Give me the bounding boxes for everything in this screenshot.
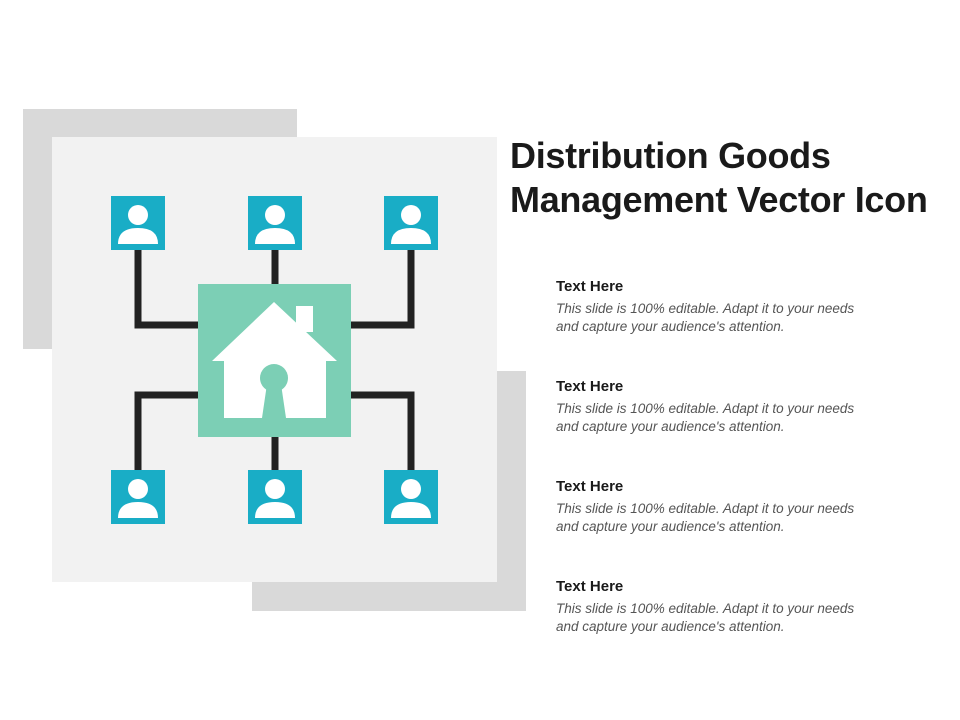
house-with-keyhole-icon (212, 302, 337, 418)
text-item-description: This slide is 100% editable. Adapt it to… (556, 601, 855, 634)
user-icon (255, 479, 295, 518)
connector-bottom-right (349, 391, 415, 471)
user-icon (391, 205, 431, 244)
user-icon (118, 205, 158, 244)
user-node-bottom-left (111, 470, 165, 524)
text-item-description: This slide is 100% editable. Adapt it to… (556, 501, 855, 534)
user-icon (118, 479, 158, 518)
user-node-top-right (384, 196, 438, 250)
user-node-bottom-right (384, 470, 438, 524)
text-item-heading: Text Here (556, 578, 624, 595)
text-item-1: Text Here This slide is 100% editable. A… (556, 278, 896, 336)
text-item-description: This slide is 100% editable. Adapt it to… (556, 401, 855, 434)
text-item-heading: Text Here (556, 378, 624, 395)
user-node-top-left (111, 196, 165, 250)
user-icon (391, 479, 431, 518)
page-title: Distribution Goods Management Vector Ico… (510, 134, 950, 222)
page-title-line-1: Distribution Goods (510, 135, 831, 176)
text-item-description: This slide is 100% editable. Adapt it to… (556, 301, 855, 334)
text-item-2: Text Here This slide is 100% editable. A… (556, 378, 896, 436)
connectors (134, 249, 415, 471)
user-node-top-center (248, 196, 302, 250)
connector-top-right (349, 249, 415, 329)
page-title-line-2: Management Vector Icon (510, 179, 928, 220)
text-item-heading: Text Here (556, 278, 624, 295)
user-icon (255, 205, 295, 244)
connector-top-left (134, 249, 200, 329)
text-item-3: Text Here This slide is 100% editable. A… (556, 478, 896, 536)
connector-bottom-left (134, 391, 200, 471)
user-node-bottom-center (248, 470, 302, 524)
text-item-heading: Text Here (556, 478, 624, 495)
text-item-4: Text Here This slide is 100% editable. A… (556, 578, 896, 636)
